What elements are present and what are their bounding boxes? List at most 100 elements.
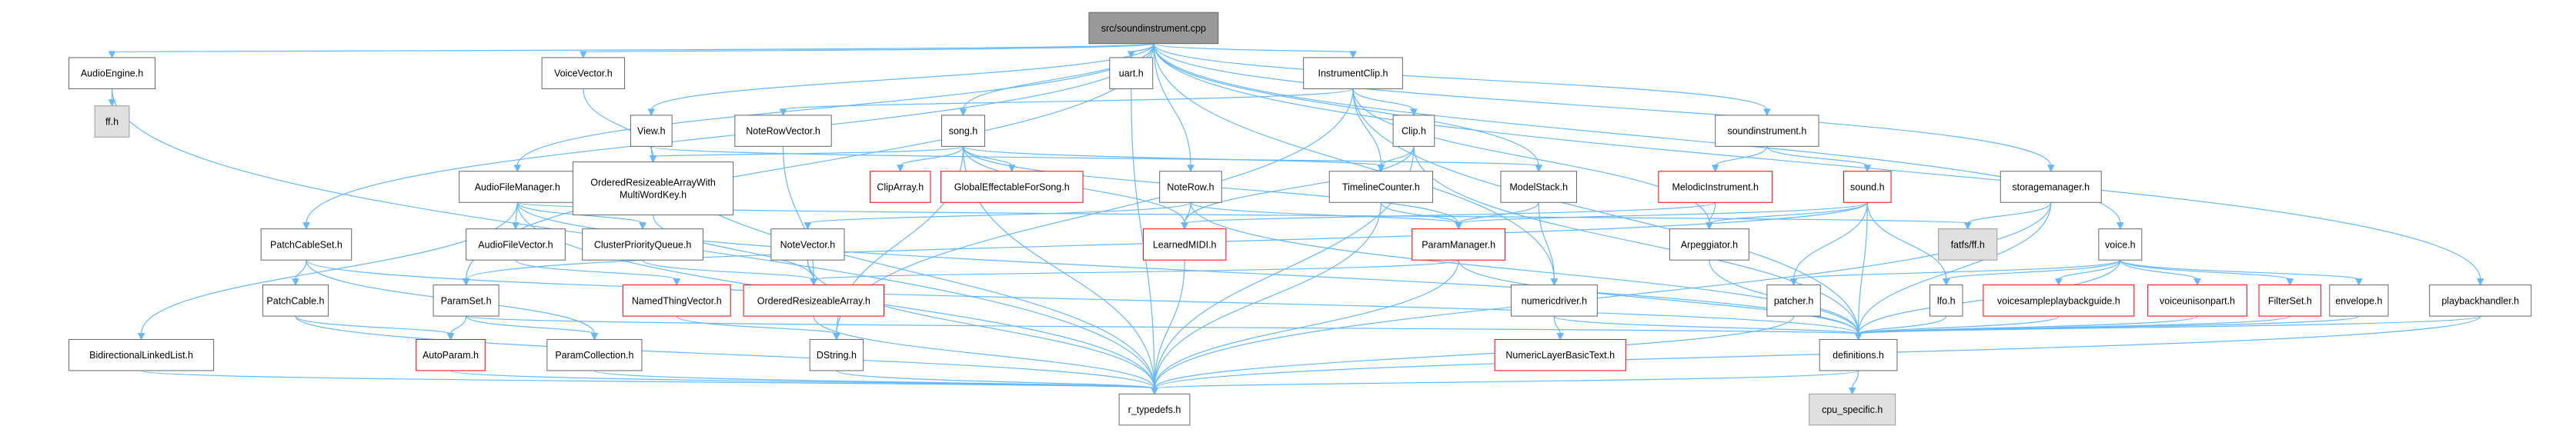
node-ModelStack[interactable]: ModelStack.h bbox=[1500, 171, 1577, 203]
edge-storagemanager-to-definitions bbox=[1854, 202, 2052, 341]
edge-voice-to-patcher bbox=[1789, 259, 2121, 286]
edge-ModelStack-to-ParamManager bbox=[1455, 202, 1539, 230]
node-NoteVector[interactable]: NoteVector.h bbox=[770, 228, 845, 261]
node-LearnedMIDI[interactable]: LearnedMIDI.h bbox=[1142, 228, 1227, 261]
node-GlobalEffectableForSong[interactable]: GlobalEffectableForSong.h bbox=[940, 171, 1084, 203]
node-box bbox=[416, 338, 486, 371]
node-NumericLayerBasicText[interactable]: NumericLayerBasicText.h bbox=[1494, 338, 1626, 371]
node-box bbox=[1658, 171, 1773, 203]
node-box bbox=[1843, 171, 1892, 203]
node-box bbox=[870, 171, 931, 203]
node-playbackhandler[interactable]: playbackhandler.h bbox=[2429, 285, 2532, 317]
node-lfo[interactable]: lfo.h bbox=[1929, 285, 1963, 317]
edge-NamedThingVector-to-DString bbox=[676, 315, 840, 341]
node-voiceunisonpart[interactable]: voiceunisonpart.h bbox=[2147, 285, 2247, 317]
node-ClipArray[interactable]: ClipArray.h bbox=[870, 171, 931, 203]
node-r_typedefs[interactable]: r_typedefs.h bbox=[1118, 393, 1191, 426]
node-box bbox=[262, 285, 329, 317]
node-OrderedResizeableArray[interactable]: OrderedResizeableArray.h bbox=[743, 285, 885, 317]
node-label: ModelStack.h bbox=[1509, 182, 1568, 193]
node-definitions[interactable]: definitions.h bbox=[1819, 338, 1898, 371]
node-voice[interactable]: voice.h bbox=[2098, 228, 2143, 261]
node-ClusterPriorityQueue[interactable]: ClusterPriorityQueue.h bbox=[582, 228, 703, 261]
node-song[interactable]: song.h bbox=[941, 115, 985, 147]
node-cpu_specific[interactable]: cpu_specific.h bbox=[1809, 393, 1896, 426]
node-box bbox=[770, 228, 845, 261]
node-fatfsff[interactable]: fatfs/ff.h bbox=[1938, 228, 1998, 261]
node-MelodicInstrument[interactable]: MelodicInstrument.h bbox=[1658, 171, 1773, 203]
node-VoiceVector[interactable]: VoiceVector.h bbox=[541, 57, 626, 89]
node-ParamCollection[interactable]: ParamCollection.h bbox=[546, 338, 643, 371]
edge-voice-to-FilterSet bbox=[2120, 259, 2294, 286]
node-storagemanager[interactable]: storagemanager.h bbox=[2000, 171, 2102, 203]
edge-root-to-storagemanager bbox=[1153, 43, 2055, 172]
node-NamedThingVector[interactable]: NamedThingVector.h bbox=[622, 285, 731, 317]
node-label: OrderedResizeableArrayWith bbox=[590, 178, 716, 188]
node-box bbox=[743, 285, 885, 317]
node-label: NumericLayerBasicText.h bbox=[1505, 350, 1615, 361]
edge-root-to-InstrumentClip bbox=[1153, 43, 1357, 59]
node-label: ParamSet.h bbox=[441, 295, 492, 306]
edge-PatchCableSet-to-PatchCable bbox=[292, 260, 307, 286]
node-AudioFileVector[interactable]: AudioFileVector.h bbox=[466, 228, 566, 261]
node-TimelineCounter[interactable]: TimelineCounter.h bbox=[1328, 171, 1434, 203]
node-label: NoteRowVector.h bbox=[746, 126, 820, 137]
node-soundinstrument[interactable]: soundinstrument.h bbox=[1715, 115, 1819, 147]
node-NoteRow[interactable]: NoteRow.h bbox=[1159, 171, 1222, 203]
edge-View-to-ModelStack bbox=[650, 145, 1543, 172]
node-box bbox=[459, 171, 576, 203]
node-envelope[interactable]: envelope.h bbox=[2329, 285, 2389, 317]
node-ParamSet[interactable]: ParamSet.h bbox=[433, 285, 499, 317]
node-NoteRowVector[interactable]: NoteRowVector.h bbox=[734, 115, 832, 147]
node-label: VoiceVector.h bbox=[554, 68, 613, 79]
node-Clip[interactable]: Clip.h bbox=[1392, 115, 1435, 147]
edge-ParamSet-to-AutoParam bbox=[446, 316, 467, 341]
node-label: OrderedResizeableArray.h bbox=[757, 295, 870, 306]
node-box bbox=[1766, 285, 1821, 317]
node-box bbox=[572, 161, 734, 215]
node-FilterSet[interactable]: FilterSet.h bbox=[2258, 285, 2322, 317]
node-label: ParamManager.h bbox=[1422, 239, 1495, 250]
edge-sound-to-definitions bbox=[1854, 202, 1868, 341]
node-BidirectionalLinkedList[interactable]: BidirectionalLinkedList.h bbox=[68, 338, 215, 371]
node-PatchCableSet[interactable]: PatchCableSet.h bbox=[260, 228, 352, 261]
node-box bbox=[1088, 12, 1219, 45]
node-label: GlobalEffectableForSong.h bbox=[954, 182, 1070, 193]
node-box bbox=[1809, 393, 1896, 426]
node-DString[interactable]: DString.h bbox=[809, 338, 864, 371]
node-ffh[interactable]: ff.h bbox=[94, 105, 130, 138]
node-View[interactable]: View.h bbox=[630, 115, 673, 147]
edge-song-to-ClipArray bbox=[896, 146, 964, 172]
node-root[interactable]: src/soundinstrument.cpp bbox=[1088, 12, 1219, 45]
edge-playbackhandler-to-definitions bbox=[1854, 315, 2481, 341]
node-voicesampleplaybackguide[interactable]: voicesampleplaybackguide.h bbox=[1983, 285, 2135, 317]
node-patcher[interactable]: patcher.h bbox=[1766, 285, 1821, 317]
node-box bbox=[809, 338, 864, 371]
node-AutoParam[interactable]: AutoParam.h bbox=[416, 338, 486, 371]
node-box bbox=[1118, 393, 1191, 426]
edge-voice-to-voiceunisonpart bbox=[2120, 259, 2201, 286]
edge-definitions-to-cpu_specific bbox=[1848, 370, 1859, 395]
node-label: ParamCollection.h bbox=[555, 350, 633, 361]
node-PatchCable[interactable]: PatchCable.h bbox=[262, 285, 329, 317]
node-label: ClipArray.h bbox=[877, 182, 924, 193]
node-InstrumentClip[interactable]: InstrumentClip.h bbox=[1303, 57, 1403, 89]
node-AudioEngine[interactable]: AudioEngine.h bbox=[68, 57, 155, 89]
node-box bbox=[2258, 285, 2322, 317]
node-label: Clip.h bbox=[1402, 126, 1426, 137]
node-box bbox=[630, 115, 673, 147]
node-label: AutoParam.h bbox=[423, 350, 479, 361]
edge-PatchCable-to-AutoParam bbox=[295, 315, 455, 341]
edge-root-to-playbackhandler bbox=[1153, 43, 2484, 286]
node-sound[interactable]: sound.h bbox=[1843, 171, 1892, 203]
edge-ParamSet-to-ParamCollection bbox=[465, 315, 599, 341]
node-numericdriver[interactable]: numericdriver.h bbox=[1510, 285, 1598, 317]
node-ParamManager[interactable]: ParamManager.h bbox=[1412, 228, 1506, 261]
node-Arpeggiator[interactable]: Arpeggiator.h bbox=[1669, 228, 1749, 261]
node-box bbox=[734, 115, 832, 147]
edge-numericdriver-to-NumericLayerBasicText bbox=[1553, 316, 1565, 341]
node-uart[interactable]: uart.h bbox=[1109, 57, 1154, 89]
node-AudioFileManager[interactable]: AudioFileManager.h bbox=[459, 171, 576, 203]
